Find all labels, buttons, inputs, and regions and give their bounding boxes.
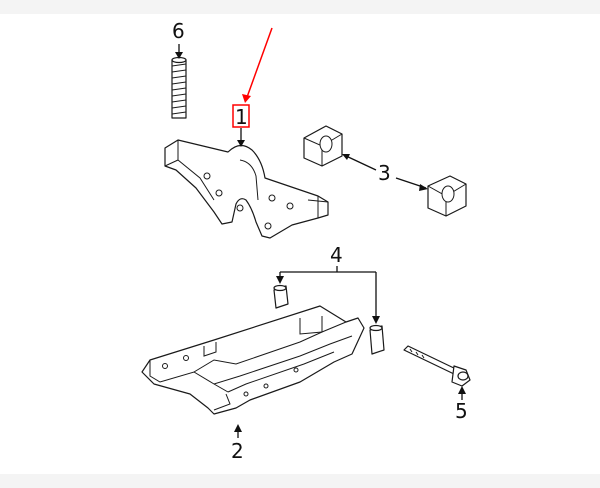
callout-3: 3	[342, 154, 428, 191]
callout-4-label: 4	[330, 243, 343, 267]
callout-2-label: 2	[231, 439, 244, 463]
part-3-insulator-upper[interactable]	[303, 125, 343, 167]
callout-1-label: 1	[235, 105, 248, 129]
part-3-insulator-lower[interactable]	[427, 175, 467, 217]
diagram-sheet	[0, 14, 600, 474]
callout-6-label: 6	[172, 19, 185, 43]
callout-6: 6	[172, 19, 185, 59]
callout-3-label: 3	[378, 161, 391, 185]
red-pointer-arrowhead	[242, 94, 251, 103]
callout-2: 2	[231, 424, 244, 463]
part-2-crossmember[interactable]	[141, 305, 365, 415]
callout-1-highlight-box	[232, 104, 250, 128]
part-5-bolt[interactable]	[403, 345, 471, 387]
callout-5-label: 5	[455, 399, 468, 423]
callout-1: 1	[232, 27, 273, 147]
callout-5: 5	[455, 386, 468, 423]
red-pointer-arrow	[245, 27, 273, 101]
part-6-stud[interactable]	[171, 56, 187, 119]
part-4-bushing-right[interactable]	[369, 324, 385, 355]
callout-4: 4	[276, 243, 380, 324]
part-4-bushing-left[interactable]	[273, 284, 289, 309]
part-1-bracket[interactable]	[164, 139, 329, 239]
